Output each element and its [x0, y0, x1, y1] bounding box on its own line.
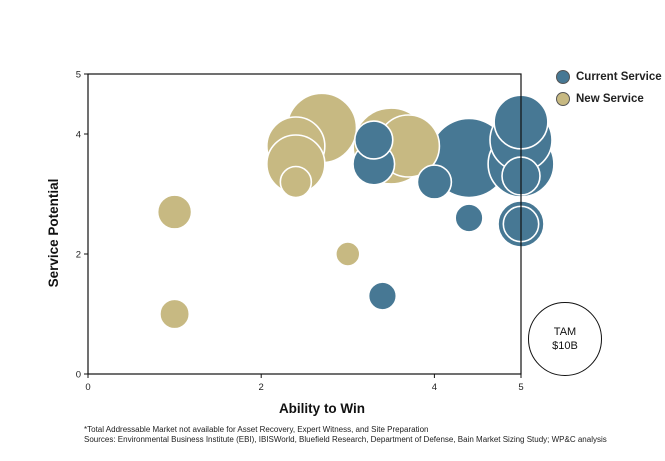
- x-tick-label: 2: [259, 382, 264, 393]
- x-tick-label: 4: [432, 382, 437, 393]
- y-axis-label: Service Potential: [46, 179, 61, 288]
- bubble-new-service: [334, 241, 361, 267]
- legend-label-new-service: New Service: [576, 93, 644, 105]
- bubble-current-service: [454, 203, 484, 233]
- y-tick-label: 4: [76, 130, 81, 141]
- bubble-new-service: [279, 165, 313, 199]
- footnote: *Total Addressable Market not available …: [84, 425, 607, 445]
- legend-label-current-service: Current Service: [576, 71, 662, 83]
- x-tick-label: 0: [85, 382, 90, 393]
- y-tick-label: 2: [76, 250, 81, 261]
- legend: Current Service New Service: [556, 66, 662, 110]
- bubble-new-service: [159, 298, 191, 330]
- x-tick-label: 5: [518, 382, 523, 393]
- y-tick-label: 0: [76, 370, 81, 381]
- legend-swatch-new-service: [556, 92, 570, 106]
- x-axis-label: Ability to Win: [279, 401, 365, 416]
- footnote-note: *Total Addressable Market not available …: [84, 425, 429, 434]
- tam-value: $10B: [552, 340, 578, 352]
- legend-item-new-service: New Service: [556, 88, 662, 110]
- ticks-layer: 0 2 4 5 0 2 4 5: [76, 70, 524, 394]
- y-tick-label: 5: [76, 70, 81, 81]
- bubbles-layer: [156, 92, 555, 330]
- bubble-current-service: [367, 281, 398, 311]
- tam-reference-bubble: TAM $10B: [528, 302, 602, 376]
- tam-label: TAM: [553, 326, 577, 338]
- bubble-new-service: [156, 194, 193, 230]
- legend-item-current-service: Current Service: [556, 66, 662, 88]
- footnote-sources: Sources: Environmental Business Institut…: [84, 435, 607, 444]
- bubble-current-service: [416, 164, 453, 200]
- legend-swatch-current-service: [556, 70, 570, 84]
- plot-frame: [87, 73, 522, 375]
- bubble-current-service: [353, 120, 394, 160]
